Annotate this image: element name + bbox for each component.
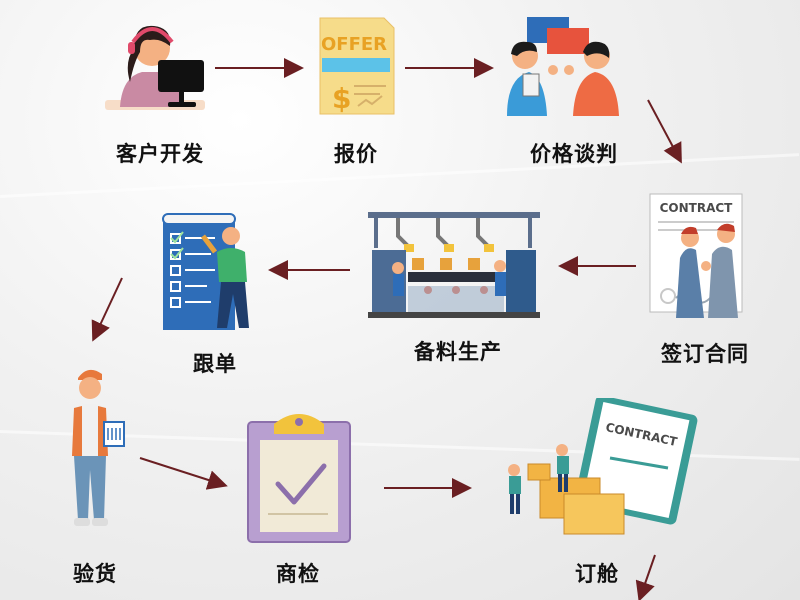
arrow-9-next [635,554,656,600]
checklist-order-tracking-icon [162,213,249,330]
step-label: 跟单 [193,352,237,376]
customer-service-agent-icon [105,25,205,110]
factory-production-line-icon [368,212,540,318]
svg-text:CONTRACT: CONTRACT [660,201,734,215]
step-label: 商检 [276,562,320,586]
svg-text:$: $ [332,82,351,115]
step-order-tracking [145,208,263,336]
arrow-6-to-7 [91,277,123,342]
step-label: 验货 [73,562,117,586]
step-commodity-inspection [244,410,354,545]
step-label: 备料生产 [414,340,502,364]
step-negotiation [495,12,635,120]
arrow-3-to-4 [647,99,682,164]
step-contract-signing: CONTRACT [646,188,756,328]
step-label: 签订合同 [661,342,749,366]
negotiation-people-icon [507,17,619,116]
step-label: 价格谈判 [530,142,618,166]
step-inspection [60,360,135,535]
offer-quote-document-icon: OFFER $ [319,17,395,115]
step-quote: OFFER $ [310,10,400,120]
contract-handshake-icon: CONTRACT [649,193,743,318]
svg-text:OFFER: OFFER [321,34,387,55]
step-label: 订舱 [575,562,619,586]
step-shipping-booking: CONTRACT [500,395,700,538]
step-customer-development [100,12,220,122]
booking-contract-boxes-icon: CONTRACT [508,395,698,535]
inspection-worker-icon [72,369,125,526]
step-label: 报价 [334,142,378,166]
step-label: 客户开发 [116,142,204,166]
step-production [368,210,540,325]
clipboard-check-icon [247,414,351,543]
arrow-7-to-8 [139,457,228,490]
